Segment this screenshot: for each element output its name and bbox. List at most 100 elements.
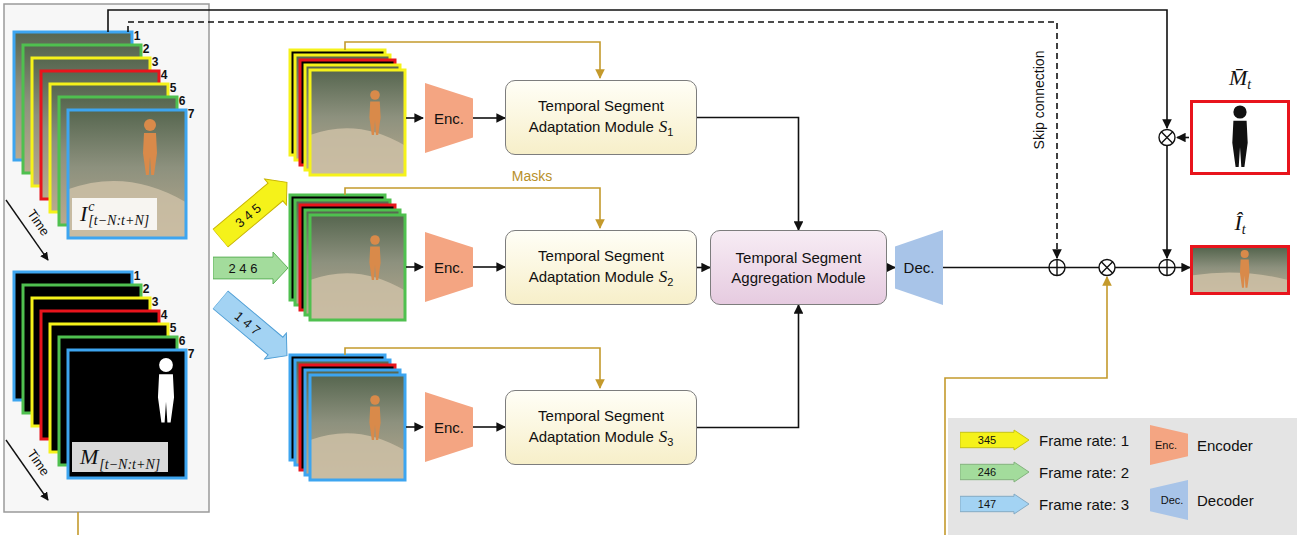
- module-name: Temporal Segment Adaptation Module: [529, 247, 664, 285]
- frame-number: 2: [143, 43, 150, 56]
- frame-stack: [290, 195, 405, 320]
- legend-sample-text: 345: [978, 434, 996, 446]
- math-symbol: S: [659, 117, 668, 136]
- math-symbol: Î: [1234, 210, 1241, 235]
- frame-border: [68, 110, 186, 238]
- frame-heading: Ît: [1193, 210, 1287, 238]
- ramp: [310, 273, 405, 320]
- frame-stack: [290, 355, 405, 480]
- sampling-arrow: 2 4 6: [213, 251, 289, 285]
- connector: [473, 117, 505, 119]
- frame-border: [310, 375, 405, 480]
- connector: [473, 426, 505, 428]
- encoder-block: Enc.: [425, 392, 473, 462]
- legend-text: Encoder: [1197, 437, 1253, 454]
- frame-stacks: [14, 32, 405, 480]
- frame-number: 6: [179, 335, 186, 348]
- subscript: 2: [667, 276, 673, 288]
- frame-number: 3: [152, 56, 159, 69]
- subscript: t: [1242, 222, 1246, 237]
- video-frame: [310, 70, 405, 175]
- figure-body: [1232, 121, 1247, 167]
- legend-sample-text: Enc.: [1155, 439, 1177, 451]
- frame-number: 6: [179, 95, 186, 108]
- frame-number: 5: [170, 82, 177, 95]
- mask-output: M̄t: [1190, 100, 1290, 175]
- math-symbol: M̄: [1229, 65, 1247, 90]
- frame-border: [310, 215, 405, 320]
- frame-number: 3: [152, 296, 159, 309]
- legend-sample-text: 246: [978, 466, 996, 478]
- mask-wire: [345, 348, 600, 388]
- connector: [697, 267, 710, 269]
- math-symbol: S: [659, 427, 668, 446]
- frame-number: 4: [161, 69, 168, 82]
- script-stack: c[t−N:t+N]: [88, 200, 149, 228]
- figure-body: [369, 101, 380, 135]
- product-wire: [1166, 146, 1168, 258]
- connector: [473, 266, 505, 268]
- ramp: [310, 433, 405, 480]
- figure-body: [1240, 259, 1249, 287]
- add-symbol: [1159, 260, 1175, 276]
- add-symbol: [1049, 260, 1065, 276]
- legend-panel: [948, 418, 1297, 535]
- block-text-holder: Enc.: [425, 392, 473, 462]
- figure-body: [369, 406, 380, 440]
- frame-border: [68, 350, 186, 478]
- module-text: Temporal Segment Adaptation ModuleS3: [516, 406, 686, 449]
- mask-wire: [77, 512, 79, 535]
- module-name: Temporal Segment Adaptation Module: [529, 97, 664, 135]
- connector: [697, 305, 799, 428]
- module-text: Temporal Segment Aggregation Module: [721, 248, 876, 287]
- figure-head: [1233, 105, 1246, 118]
- subscript: t: [1247, 77, 1251, 92]
- figure-body: [369, 246, 380, 280]
- multiply-symbol: [1099, 260, 1115, 276]
- adaptation-module: Temporal Segment Adaptation ModuleS1: [505, 80, 697, 155]
- stack-wire: [406, 117, 423, 119]
- module-text: Temporal Segment Adaptation ModuleS2: [516, 246, 686, 289]
- video-frame: [1193, 248, 1287, 292]
- video-frame: [68, 110, 186, 238]
- input-panel: [4, 4, 209, 512]
- video-frame: [310, 215, 405, 320]
- aggregation-module: Temporal Segment Aggregation Module: [710, 230, 887, 305]
- figure-head: [159, 358, 173, 372]
- frame-number: 2: [143, 283, 150, 296]
- figure-head: [370, 235, 380, 245]
- connector: [943, 267, 1190, 269]
- ramp: [310, 128, 405, 175]
- frame-number: 4: [161, 309, 168, 322]
- multiply-symbol: [1159, 130, 1175, 146]
- mask-wire: [1177, 137, 1189, 139]
- ramp: [1193, 272, 1287, 292]
- superscript: c: [88, 200, 149, 214]
- module-text: Temporal Segment Adaptation ModuleS1: [516, 96, 686, 139]
- adaptation-module: Temporal Segment Adaptation ModuleS3: [505, 390, 697, 465]
- frame-number: 5: [170, 322, 177, 335]
- subscript: [t−N:t+N]: [88, 214, 149, 228]
- figure-body: [158, 374, 174, 422]
- wire-label: Skip connection: [1032, 51, 1047, 150]
- arrow-text-holder: 2 4 6: [213, 251, 273, 285]
- figure-head: [370, 90, 380, 100]
- mask-wire: [345, 42, 600, 78]
- figure-body: [143, 133, 157, 175]
- subscript: 1: [667, 126, 673, 138]
- encoder-block: Enc.: [425, 232, 473, 302]
- frame-picture: [1193, 103, 1287, 172]
- video-frame: [310, 375, 405, 480]
- subscript: 3: [667, 436, 673, 448]
- block-text-holder: Dec.: [895, 230, 943, 305]
- math-symbol: Enc.: [434, 259, 464, 276]
- input-masks-tag: M[t−N:t+N]: [72, 442, 168, 472]
- block-text-holder: Enc.: [425, 232, 473, 302]
- frame-number: 1: [134, 270, 141, 283]
- encoder-block: Enc.: [425, 83, 473, 153]
- sampling-arrow: 3 4 5: [209, 168, 300, 252]
- connector: [697, 118, 799, 231]
- legend-text: Frame rate: 1: [1039, 432, 1129, 449]
- frame-number: 1: [134, 30, 141, 43]
- inpainted-frame: Ît: [1190, 245, 1290, 295]
